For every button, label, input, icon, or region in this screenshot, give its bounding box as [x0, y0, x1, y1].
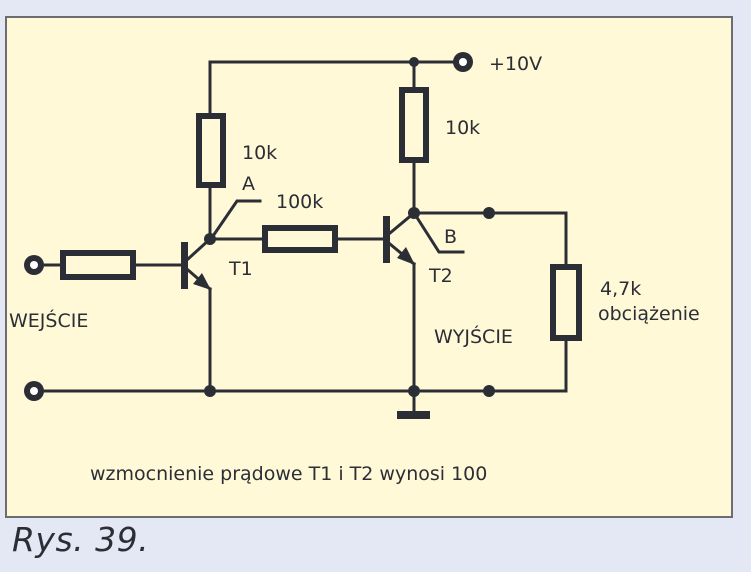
t1-emitter-arrow	[193, 273, 211, 290]
node-supply-junction	[409, 57, 419, 67]
figure-caption: Rys. 39.	[12, 520, 150, 559]
output-terminal-bottom	[483, 385, 495, 397]
input-ground-terminal-hole	[30, 387, 38, 395]
supply-terminal-hole	[459, 58, 467, 66]
figure-note: wzmocnienie prądowe T1 i T2 wynosi 100	[90, 463, 487, 485]
t1-base-bar	[181, 242, 188, 289]
output-terminal-top	[483, 207, 495, 219]
input-terminal-hole	[30, 261, 38, 269]
label-node-a: A	[242, 173, 255, 195]
resistor-load-4k7	[550, 264, 582, 341]
ground-icon	[397, 411, 430, 419]
label-load-value: 4,7k	[600, 278, 641, 300]
label-output: WYJŚCIE	[434, 324, 513, 348]
label-r1: 10k	[242, 142, 277, 164]
resistor-base-t1	[60, 250, 136, 280]
label-r2: 100k	[276, 191, 323, 213]
node-b-leader	[413, 213, 465, 254]
label-input: WEJŚCIE	[9, 308, 88, 332]
node-t1-emitter-ground	[204, 385, 216, 397]
label-t2: T2	[428, 265, 453, 287]
transistor-t1	[181, 236, 213, 393]
label-supply: +10V	[489, 53, 542, 75]
label-r3: 10k	[445, 117, 480, 139]
t2-emitter-arrow	[397, 247, 415, 265]
node-a-leader	[210, 199, 262, 239]
t2-base-bar	[383, 216, 390, 263]
transistor-t2	[383, 210, 417, 393]
label-load-name: obciążenie	[598, 303, 700, 325]
resistor-r1-10k	[196, 113, 226, 188]
resistor-r2-100k	[262, 225, 338, 253]
resistor-r3-10k	[399, 87, 429, 163]
label-node-b: B	[444, 226, 457, 248]
label-t1: T1	[228, 258, 253, 280]
